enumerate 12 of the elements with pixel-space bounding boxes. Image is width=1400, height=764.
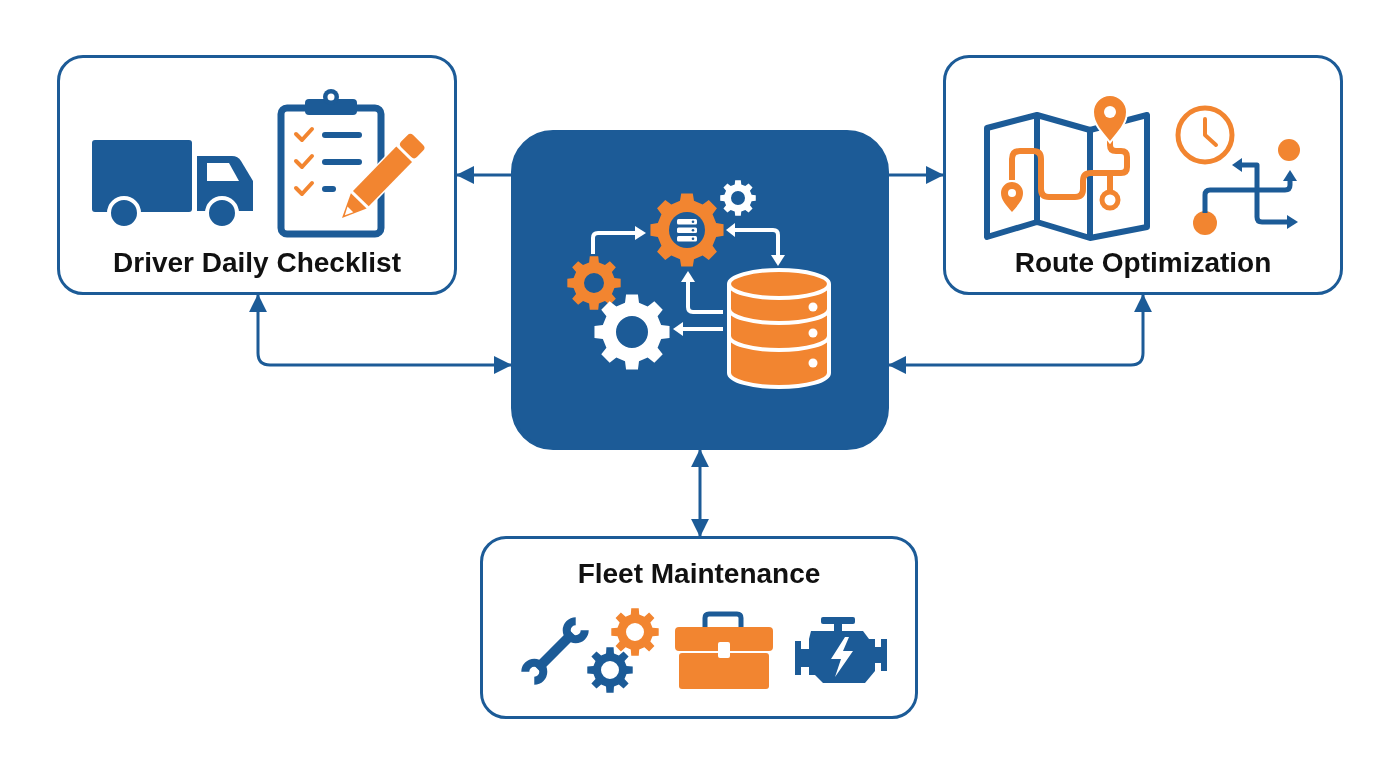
- module-card: [57, 55, 457, 295]
- double-headed-arrow: [249, 294, 512, 374]
- hub-box: [511, 130, 889, 450]
- card-title: Route Optimization: [1014, 246, 1272, 280]
- card-title: Fleet Maintenance: [577, 557, 821, 591]
- card-title: Driver Daily Checklist: [113, 246, 401, 280]
- arrow: [456, 166, 511, 184]
- module-card: [480, 536, 918, 719]
- arrow: [889, 166, 944, 184]
- module-card: [943, 55, 1343, 295]
- double-headed-arrow: [691, 449, 709, 537]
- double-headed-arrow: [888, 294, 1152, 374]
